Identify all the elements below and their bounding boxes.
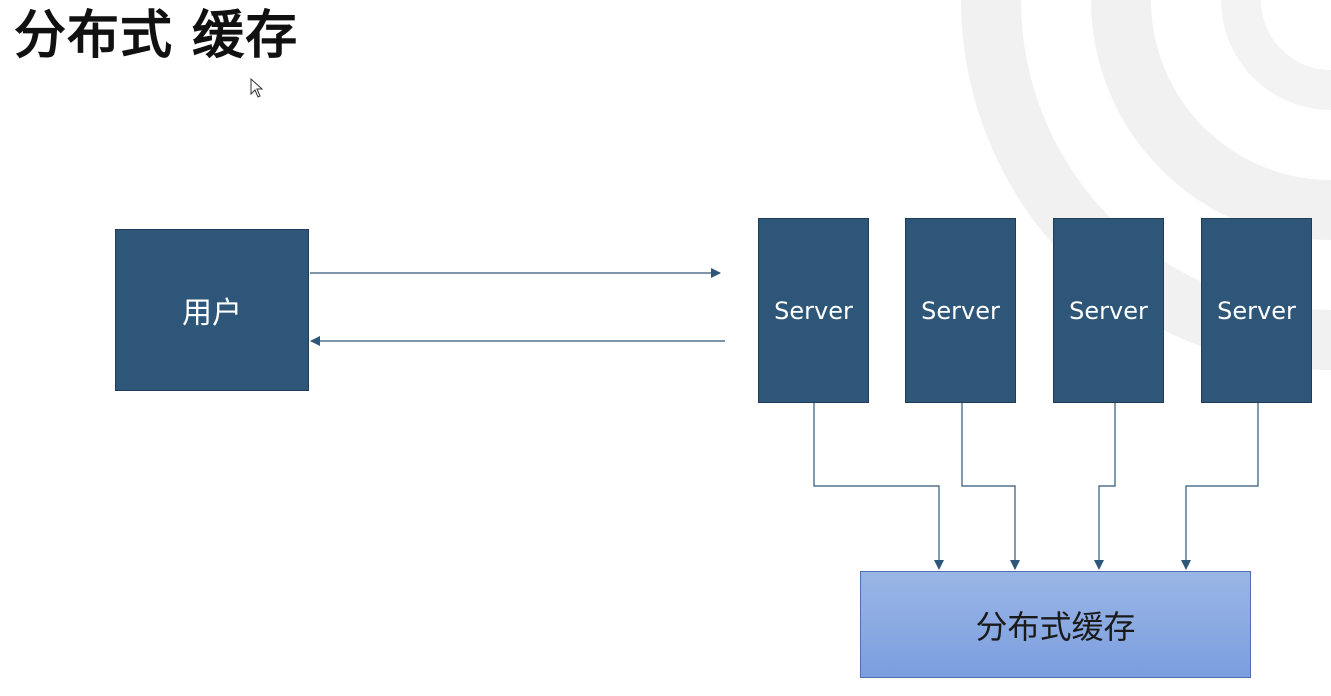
server-node: Server [905,218,1016,403]
mouse-pointer-icon [250,78,264,98]
server-node: Server [758,218,869,403]
user-node: 用户 [115,229,309,391]
server-node-label: Server [1069,296,1148,325]
user-node-label: 用户 [182,296,242,331]
distributed-cache-node: 分布式缓存 [860,571,1251,678]
distributed-cache-label: 分布式缓存 [975,607,1136,646]
server-3-to-cache-connector [1094,403,1116,570]
server-node: Server [1201,218,1312,403]
server-node-label: Server [1217,296,1296,325]
server-node: Server [1053,218,1164,403]
server-node-label: Server [774,296,853,325]
page-title: 分布式 缓存 [14,6,299,66]
server-2-to-cache-connector [961,403,1020,570]
server-4-to-cache-connector [1181,403,1259,570]
server-1-to-cache-connector [813,403,944,570]
server-node-label: Server [921,296,1000,325]
